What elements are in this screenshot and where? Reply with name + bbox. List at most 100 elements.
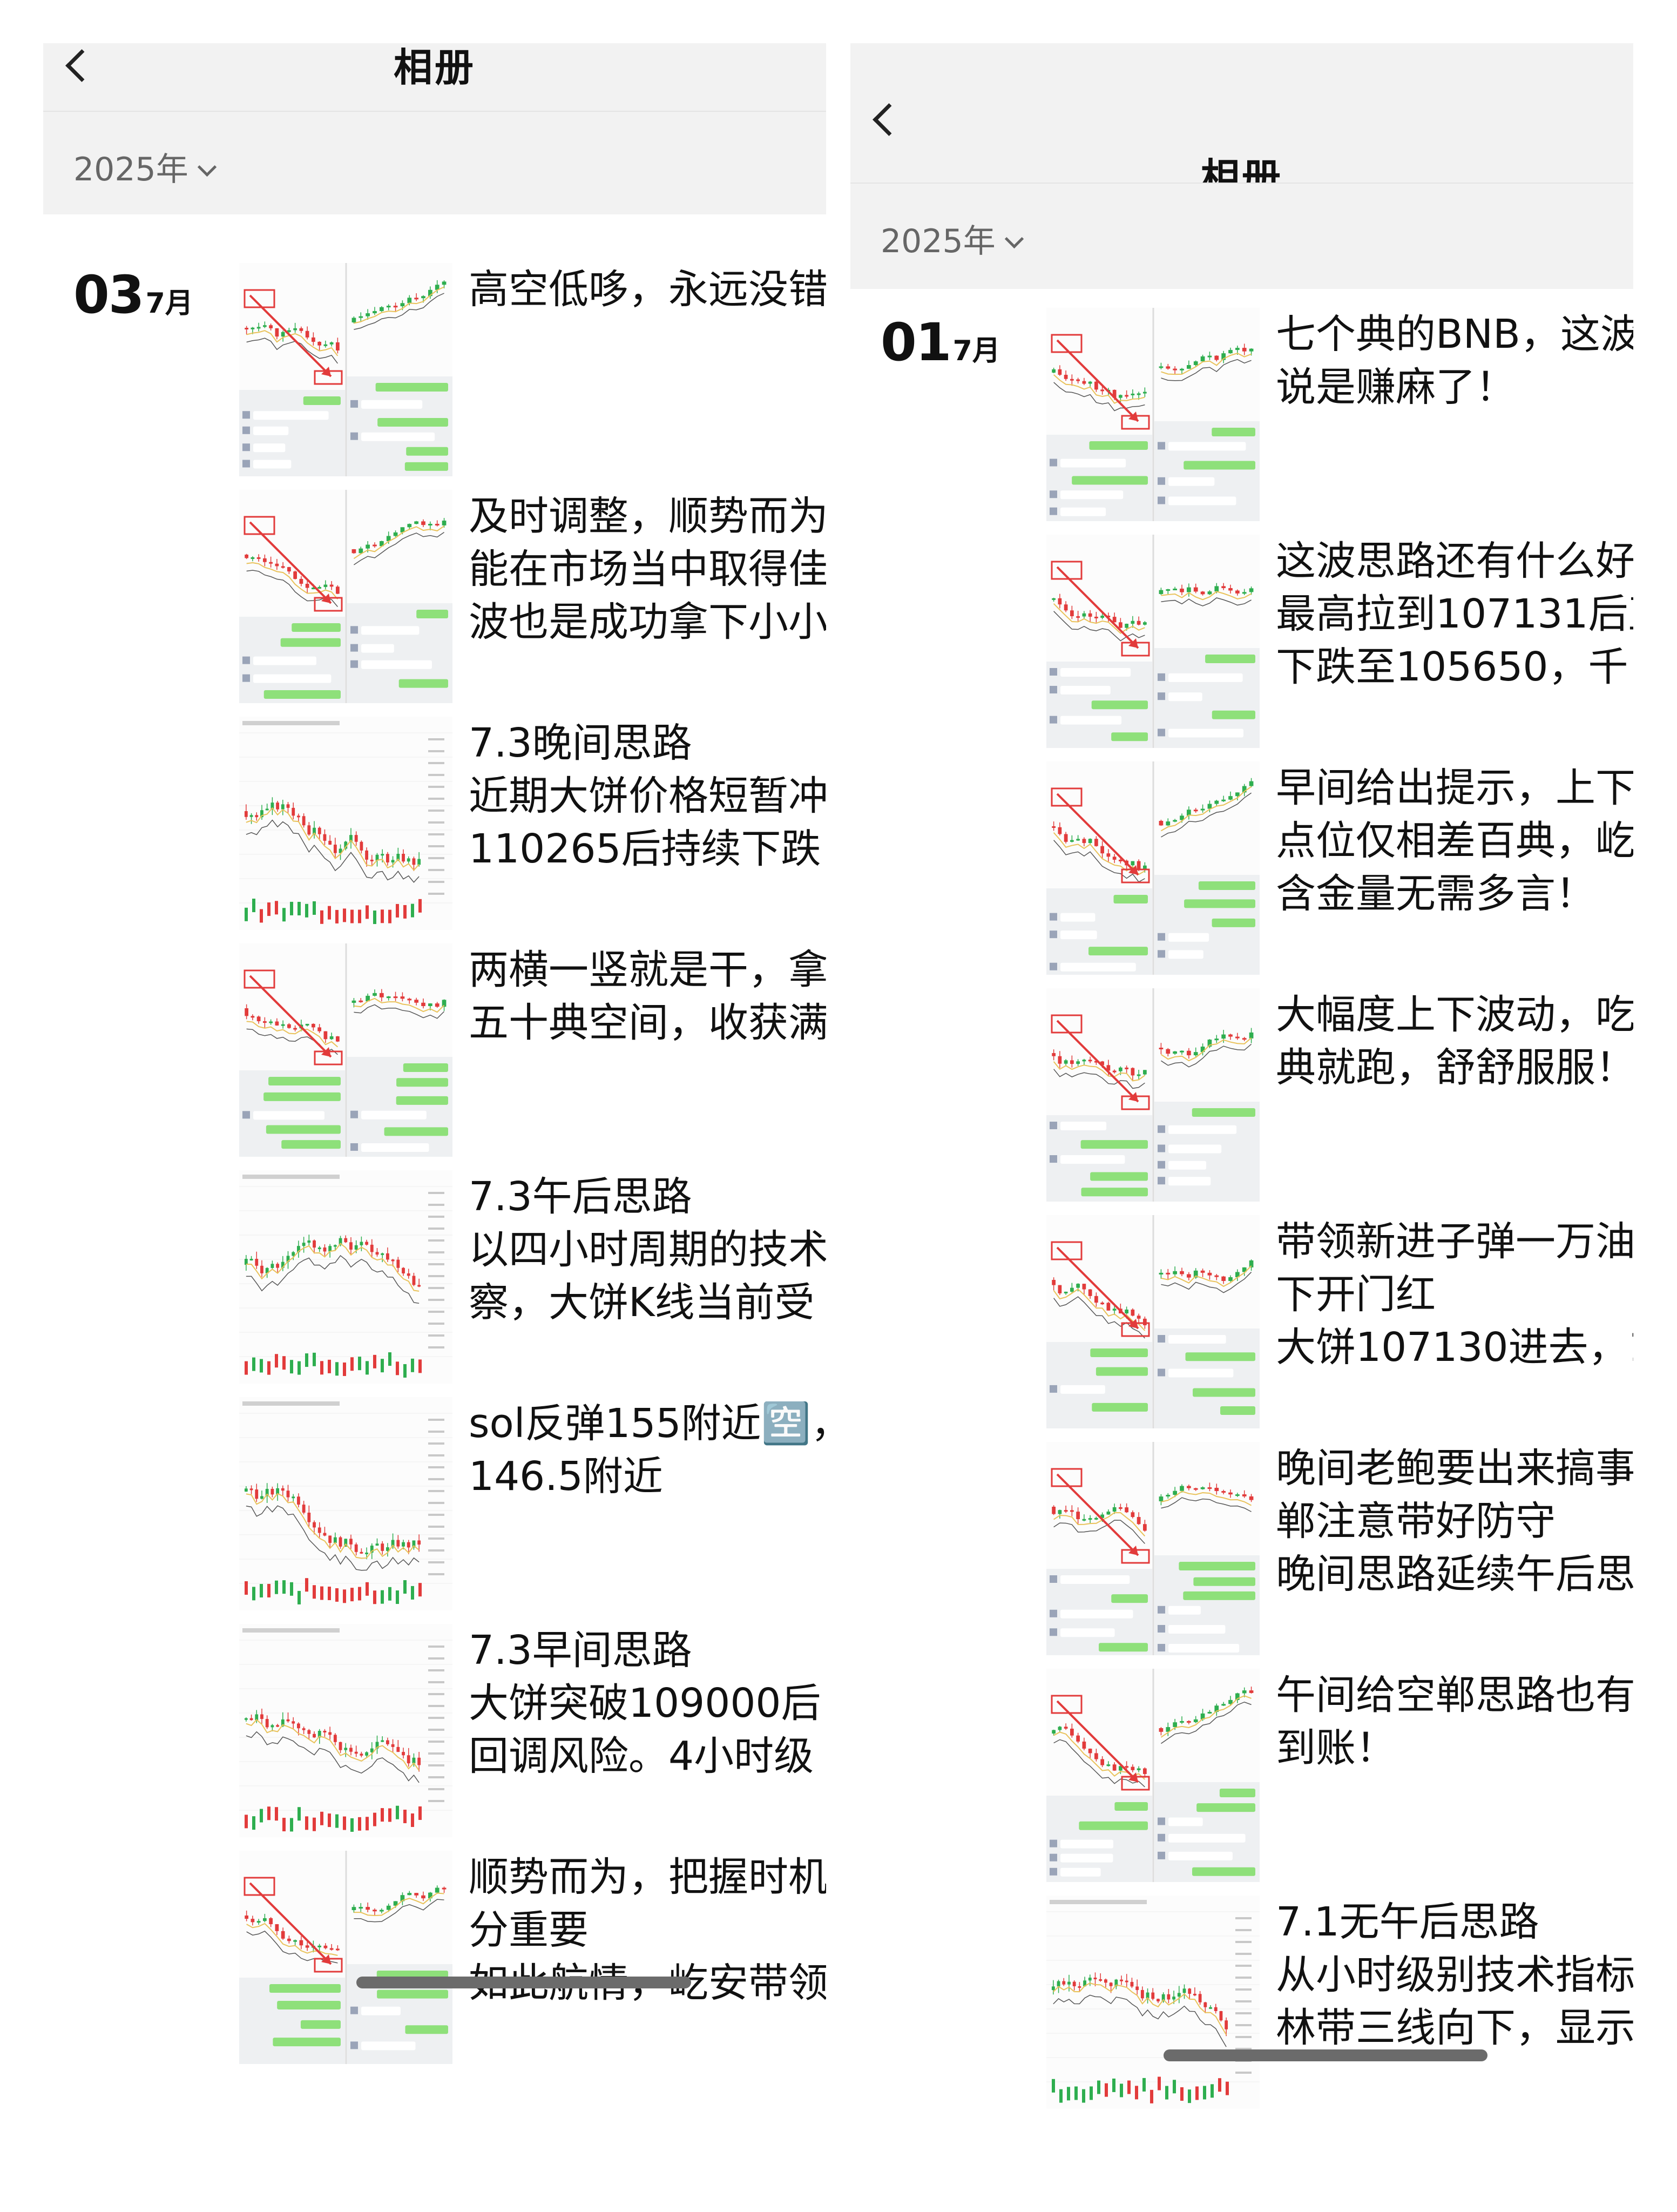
caption-line: 下跌至105650，千 [1276,644,1628,690]
caption-line: 林带三线向下，显示 [1276,2005,1633,2051]
page-title: 相册 [393,45,476,90]
caption-line: 郸注意带好防守 [1276,1498,1556,1545]
album-panel-left: 相册 2025年 037月 高空低哆，永远没错 及时调整，顺势而为 能在市场当中… [43,0,826,2212]
post-caption: 及时调整，顺势而为 能在市场当中取得佳 波也是成功拿下小小 [469,490,826,703]
post-thumbnail [1046,1442,1260,1655]
post-caption: 晚间老鲍要出来搞事 郸注意带好防守 晚间思路延续午后思 [1276,1442,1633,1655]
post-item[interactable]: 7.3早间思路 大饼突破109000后 回调风险。4小时级 [239,1624,826,1837]
caption-line: 以四小时周期的技术 [469,1226,826,1273]
post-thumbnail [239,1397,452,1610]
chevron-down-icon [197,157,217,177]
post-caption: 七个典的BNB，这波 说是赚麻了！ [1276,308,1633,521]
post-item[interactable]: 带领新进子弹一万油 下开门红 大饼107130进去，1 [1046,1215,1633,1428]
caption-line: 最高拉到107131后直 [1276,591,1633,637]
post-thumbnail [239,1170,452,1384]
year-label: 2025年 [73,151,188,188]
date-header: 017月 [881,312,1000,373]
post-caption: 7.3早间思路 大饼突破109000后 回调风险。4小时级 [469,1624,826,1837]
scroll-indicator[interactable] [1164,2049,1487,2061]
caption-line: 早间给出提示，上下 [1276,765,1633,811]
post-caption: 7.1无午后思路 从小时级别技术指标 林带三线向下，显示 [1276,1896,1633,2109]
caption-line: 高空低哆，永远没错 [469,266,826,313]
post-caption: 顺势而为，把握时机 分重要 如此航情，屹安带领 [469,1851,826,2064]
post-thumbnail [1046,988,1260,1202]
caption-line: 到账！ [1276,1725,1396,1771]
post-caption: 午间给空郸思路也有 到账！ [1276,1669,1633,1882]
caption-line: 午间给空郸思路也有 [1276,1672,1633,1718]
caption-line: 大饼突破109000后 [469,1680,821,1727]
post-item[interactable]: 7.1无午后思路 从小时级别技术指标 林带三线向下，显示 [1046,1896,1633,2109]
year-selector[interactable]: 2025年 [73,143,217,190]
nav-bar: 相册 [43,43,826,111]
year-filter-bar: 2025年 [43,111,826,214]
post-caption: 早间给出提示，上下 点位仅相差百典，屹 含金量无需多言！ [1276,761,1633,975]
post-item[interactable]: 顺势而为，把握时机 分重要 如此航情，屹安带领 [239,1851,826,2064]
post-caption: 7.3晚间思路 近期大饼价格短暂冲 110265后持续下跌， [469,717,826,930]
caption-line: 典就跑，舒舒服服！ [1276,1044,1633,1091]
post-item[interactable]: 七个典的BNB，这波 说是赚麻了！ [1046,308,1633,521]
scroll-indicator[interactable] [356,1977,691,1988]
post-item[interactable]: 午间给空郸思路也有 到账！ [1046,1669,1633,1882]
post-item[interactable]: sol反弹155附近🈳， 146.5附近 [239,1397,826,1610]
caption-line: 从小时级别技术指标 [1276,1952,1633,1998]
caption-line: 晚间思路延续午后思 [1276,1551,1633,1597]
caption-line: 回调风险。4小时级 [469,1733,814,1779]
post-item[interactable]: 早间给出提示，上下 点位仅相差百典，屹 含金量无需多言！ [1046,761,1633,975]
caption-line: sol反弹155附近🈳， [469,1400,826,1447]
year-filter-bar: 2025年 [850,183,1633,289]
date-month: 7月 [145,287,193,320]
post-caption: 高空低哆，永远没错 [469,263,826,476]
post-thumbnail [1046,308,1260,521]
year-selector[interactable]: 2025年 [881,215,1024,262]
post-caption: 带领新进子弹一万油 下开门红 大饼107130进去，1 [1276,1215,1633,1428]
caption-line: 察，大饼K线当前受 [469,1279,815,1326]
post-caption: 大幅度上下波动，吃 典就跑，舒舒服服！ [1276,988,1633,1202]
post-item[interactable]: 7.3午后思路 以四小时周期的技术 察，大饼K线当前受 [239,1170,826,1384]
caption-line: 近期大饼价格短暂冲 [469,773,826,819]
back-icon[interactable] [873,103,905,136]
post-item[interactable]: 高空低哆，永远没错 [239,263,826,476]
caption-line: 分重要 [469,1907,589,1953]
post-item[interactable]: 大幅度上下波动，吃 典就跑，舒舒服服！ [1046,988,1633,1202]
post-item[interactable]: 这波思路还有什么好 最高拉到107131后直 下跌至105650，千 [1046,535,1633,748]
post-item[interactable]: 两横一竖就是干，拿 五十典空间，收获满 [239,943,826,1157]
post-thumbnail [239,263,452,476]
post-thumbnail [239,1851,452,2064]
post-item[interactable]: 及时调整，顺势而为 能在市场当中取得佳 波也是成功拿下小小 [239,490,826,703]
caption-line: 说是赚麻了！ [1276,364,1516,410]
date-month: 7月 [952,335,1000,367]
post-caption: 两横一竖就是干，拿 五十典空间，收获满 [469,943,826,1157]
caption-line: 7.3晚间思路 [469,720,692,766]
caption-line: 大饼107130进去，1 [1276,1324,1633,1371]
post-caption: sol反弹155附近🈳， 146.5附近 [469,1397,826,1610]
post-thumbnail [239,943,452,1157]
post-thumbnail [1046,1896,1260,2109]
post-thumbnail [239,490,452,703]
post-thumbnail [1046,1669,1260,1882]
post-item[interactable]: 7.3晚间思路 近期大饼价格短暂冲 110265后持续下跌， [239,717,826,930]
year-label: 2025年 [881,222,996,260]
caption-line: 两横一竖就是干，拿 [469,947,826,993]
caption-line: 含金量无需多言！ [1276,871,1595,917]
caption-line: 波也是成功拿下小小 [469,599,826,645]
caption-line: 7.3午后思路 [469,1174,692,1220]
date-day: 03 [73,265,145,325]
caption-line: 7.1无午后思路 [1276,1899,1539,1945]
date-header: 037月 [73,265,193,325]
nav-bar: 相册 [850,43,1633,200]
caption-line: 110265后持续下跌， [469,826,826,872]
post-caption: 这波思路还有什么好 最高拉到107131后直 下跌至105650，千 [1276,535,1633,748]
caption-line: 下开门红 [1276,1271,1436,1318]
post-thumbnail [1046,761,1260,975]
date-day: 01 [881,312,952,373]
caption-line: 点位仅相差百典，屹 [1276,818,1633,864]
post-thumbnail [1046,535,1260,748]
post-thumbnail [1046,1215,1260,1428]
caption-line: 146.5附近 [469,1453,663,1500]
caption-line: 顺势而为，把握时机 [469,1854,826,1900]
caption-line: 带领新进子弹一万油 [1276,1218,1633,1265]
caption-line: 五十典空间，收获满 [469,1000,826,1046]
caption-line: 及时调整，顺势而为 [469,493,826,539]
post-item[interactable]: 晚间老鲍要出来搞事 郸注意带好防守 晚间思路延续午后思 [1046,1442,1633,1655]
caption-line: 这波思路还有什么好 [1276,538,1633,584]
